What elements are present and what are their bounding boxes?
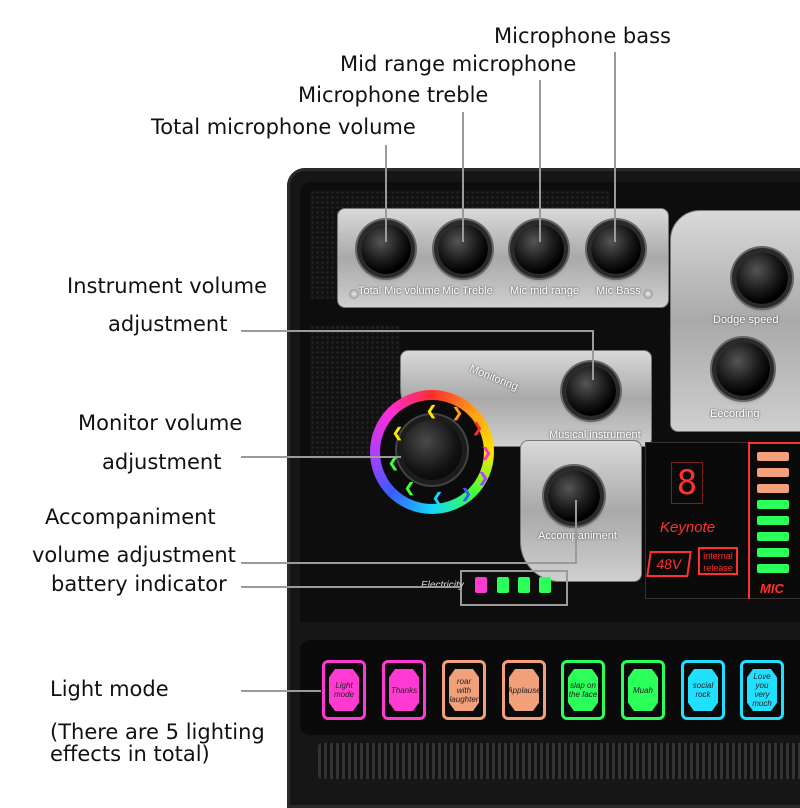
callout-accomp-2: volume adjustment (32, 543, 236, 567)
battery-cell (539, 577, 551, 593)
recording-label: Eecording (710, 408, 760, 420)
chevron-icon: ❮ (392, 425, 403, 440)
chevron-icon: ❮ (432, 490, 443, 505)
battery-cell (518, 577, 530, 593)
electricity-label: Electricity (421, 580, 464, 591)
pad-slap-on-the-face[interactable]: slap on the face (561, 660, 605, 720)
callout-mic-treble: Microphone treble (298, 83, 489, 107)
pad-roar-with-laughter[interactable]: roar with laughter (442, 660, 486, 720)
chevron-icon: ❯ (478, 470, 489, 485)
knob-label-bass: Mic Bass (596, 285, 641, 297)
callout-total-mic-volume: Total microphone volume (151, 115, 416, 139)
knob-label-mid: Mic mid range (510, 285, 580, 297)
pad-strip (300, 640, 800, 735)
seven-segment-display: 8 (671, 462, 703, 504)
accompaniment-volume-knob[interactable] (548, 470, 600, 522)
knob-label-treble: Mic Treble (442, 285, 493, 297)
pad-label: social rock (688, 669, 718, 711)
callout-mid-range: Mid range microphone (340, 52, 577, 76)
dodge-speed-label: Dodge speed (713, 314, 779, 326)
internal-release-button[interactable]: internal release (698, 547, 738, 575)
accompaniment-label: Accompaniment (538, 530, 617, 542)
leader-line (575, 500, 577, 564)
meter-bar (757, 500, 789, 509)
phantom-48v-button[interactable]: 48V (646, 551, 692, 577)
leader-line (385, 145, 387, 242)
screw (349, 289, 359, 299)
battery-cell (497, 577, 509, 593)
callout-monitor-1: Monitor volume (78, 411, 243, 435)
mic-level-meter (748, 442, 800, 599)
callout-mic-bass: Microphone bass (494, 24, 671, 48)
leader-line (462, 112, 464, 242)
leader-line (241, 562, 576, 564)
callout-light-note-2: effects in total) (50, 742, 210, 766)
callout-accomp-1: Accompaniment (45, 505, 216, 529)
battery-cell (475, 577, 487, 593)
callout-light-note-1: (There are 5 lighting (50, 720, 265, 744)
meter-bar (757, 484, 789, 493)
pad-muah[interactable]: Muah (621, 660, 665, 720)
pad-label: Muah (628, 669, 658, 711)
pad-love-you-very-much[interactable]: Love you very much (740, 660, 784, 720)
dodge-speed-knob[interactable] (736, 252, 788, 304)
pad-label: slap on the face (568, 669, 598, 711)
keynote-label: Keynote (660, 519, 716, 536)
meter-bar (757, 452, 789, 461)
meter-bar (757, 532, 789, 541)
mic-label: MIC (760, 581, 784, 596)
callout-battery: battery indicator (51, 572, 227, 596)
pad-light-mode[interactable]: Light mode (322, 660, 366, 720)
screw (643, 289, 653, 299)
callout-monitor-2: adjustment (102, 450, 222, 474)
meter-bar (757, 548, 789, 557)
pad-label: Applause (509, 669, 539, 711)
battery-indicator-frame (460, 570, 568, 606)
leader-line (539, 80, 541, 242)
chevron-icon: ❯ (481, 445, 492, 460)
leader-line (614, 52, 616, 242)
leader-line (241, 690, 321, 692)
chevron-icon: ❯ (461, 486, 472, 501)
leader-line (592, 330, 594, 380)
instrument-label: Musical instrument (549, 429, 641, 441)
chevron-icon: ❮ (388, 455, 399, 470)
chevron-icon: ❯ (452, 405, 463, 420)
mic-bass-knob[interactable] (591, 224, 641, 274)
pad-label: roar with laughter (449, 669, 479, 711)
callout-light-mode: Light mode (50, 677, 169, 701)
meter-bar (757, 516, 789, 525)
chevron-icon: ❮ (426, 403, 437, 418)
pad-applause[interactable]: Applause (502, 660, 546, 720)
pad-label: Love you very much (747, 669, 777, 711)
pad-social-rock[interactable]: social rock (681, 660, 725, 720)
leader-line (241, 456, 401, 458)
pad-thanks[interactable]: Thanks (382, 660, 426, 720)
leader-line (241, 330, 593, 332)
knob-label-total: Total Mic volume (358, 285, 440, 297)
callout-instrument-1: Instrument volume (67, 274, 268, 298)
bottom-vent (318, 743, 800, 779)
instrument-volume-knob[interactable] (566, 366, 616, 416)
monitor-volume-knob[interactable] (402, 420, 462, 480)
chevron-icon: ❯ (472, 420, 483, 435)
callout-instrument-2: adjustment (108, 312, 228, 336)
chevron-icon: ❮ (404, 480, 415, 495)
recording-knob[interactable] (716, 342, 770, 396)
pad-label: Thanks (389, 669, 419, 711)
meter-bar (757, 468, 789, 477)
leader-line (241, 586, 461, 588)
meter-bar (757, 564, 789, 573)
pad-label: Light mode (329, 669, 359, 711)
